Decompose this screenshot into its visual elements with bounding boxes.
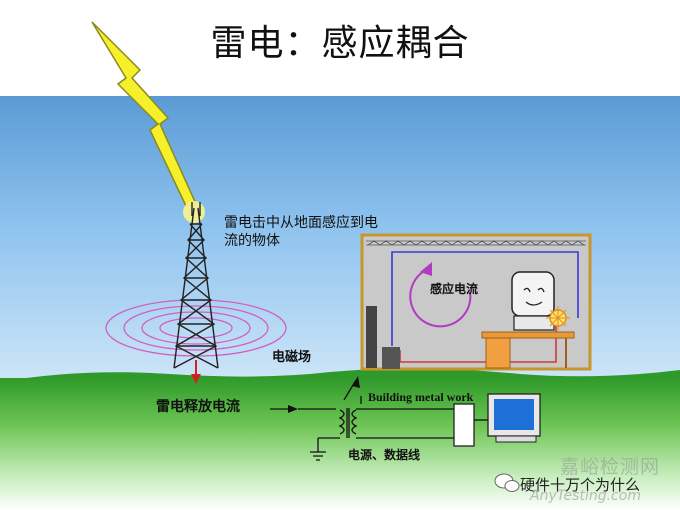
cartoon-monitor [511, 271, 555, 317]
em-field-rings [105, 299, 287, 357]
roof-truss [366, 240, 586, 246]
lightning-bolt [91, 21, 198, 207]
transmission-tower [173, 202, 219, 369]
spark-icon [546, 306, 570, 330]
input-arrow [288, 405, 298, 413]
transformer-icon [338, 408, 358, 438]
building-metal-label: Building metal work [368, 390, 474, 404]
pc-box [382, 347, 400, 369]
blue-wire-loop [391, 251, 579, 346]
desk-top [481, 331, 575, 339]
tower-note: 雷电击中从地面感应到电流的物体 [224, 215, 378, 249]
wechat-icon [494, 473, 520, 492]
monitor-icon [487, 393, 541, 443]
equipment-box [453, 403, 475, 447]
discharge-arrow [191, 360, 201, 384]
watermark-account: 硬件十万个为什么 [520, 476, 641, 494]
watermark-site-en: AnyTesting.com [530, 488, 641, 504]
induced-current-arc [409, 269, 472, 328]
ground [0, 378, 680, 510]
watermark-site-cn: 嘉峪检测网 [560, 456, 661, 478]
desk-cabinet [485, 337, 511, 369]
power-data-label: 电源、数据线 [348, 448, 421, 462]
page-title: 雷电：感应耦合 [210, 23, 470, 64]
pc-tower [366, 306, 377, 368]
induced-current-label: 感应电流 [430, 282, 479, 296]
discharge-label: 雷电释放电流 [156, 399, 240, 415]
em-field-label: 电磁场 [272, 350, 312, 365]
metalwork-arrow [352, 376, 360, 388]
